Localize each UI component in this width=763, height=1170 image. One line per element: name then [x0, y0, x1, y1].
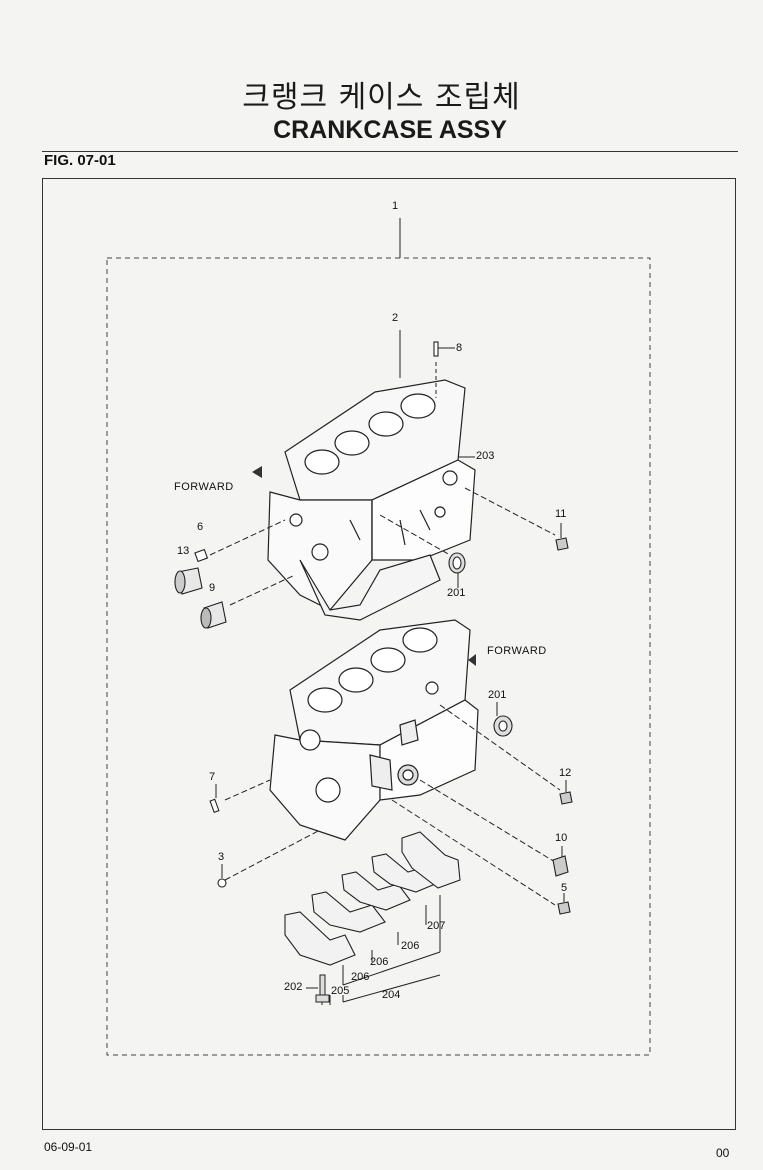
callout-206-left: 206: [351, 971, 370, 983]
callout-10: 10: [555, 832, 568, 844]
callout-6: 6: [197, 521, 204, 533]
callout-9: 9: [209, 582, 216, 594]
callout-201-lower: 201: [488, 689, 507, 701]
callout-8: 8: [456, 342, 463, 354]
upper-crankcase-block: [267, 379, 476, 621]
callout-12: 12: [559, 767, 572, 779]
forward-label-upper: FORWARD: [174, 481, 234, 493]
page-title-korean: 크랭크 케이스 조립체: [242, 80, 521, 115]
bearing-cap-3: [341, 871, 411, 911]
lower-crankcase-block: [269, 619, 479, 841]
lower-leader-lines: [215, 702, 567, 906]
part-6-dowel: [194, 548, 209, 563]
callout-3: 3: [218, 851, 225, 863]
figure-number: FIG. 07-01: [44, 152, 116, 169]
part-3-ball: [217, 878, 227, 888]
callout-1: 1: [392, 200, 399, 212]
part-5-plug: [557, 901, 571, 915]
bearing-caps: [284, 831, 461, 966]
part-10-plug: [552, 855, 569, 877]
footer-date: 06-09-01: [44, 1140, 93, 1154]
part-202-bolt: [315, 974, 330, 1003]
bearing-cap-1: [284, 911, 356, 966]
callout-206-right: 206: [401, 940, 420, 952]
callout-202: 202: [284, 981, 303, 993]
upper-small-parts: [174, 341, 569, 629]
callout-2: 2: [392, 312, 399, 324]
callout-205: 205: [331, 985, 350, 997]
part-11-plug: [555, 537, 569, 551]
diagram-frame: [42, 178, 736, 1130]
callout-207: 207: [427, 920, 446, 932]
bearing-cap-5: [401, 831, 461, 889]
lower-small-parts: [209, 715, 573, 915]
callout-204: 204: [382, 989, 401, 1001]
part-8-pin: [433, 341, 439, 357]
bearing-cap-2: [311, 891, 386, 933]
part-7-pin: [209, 798, 220, 814]
callout-201-upper: 201: [447, 587, 466, 599]
callout-13: 13: [177, 545, 190, 557]
callout-11: 11: [555, 508, 567, 520]
forward-arrow-lower-icon: [468, 654, 476, 666]
callout-206-middle: 206: [370, 956, 389, 968]
upper-leader-lines: [209, 330, 562, 606]
part-12-plug: [559, 791, 573, 805]
callout-203: 203: [476, 450, 495, 462]
callout-7: 7: [209, 771, 216, 783]
title-divider: [42, 151, 738, 152]
page-title-english: CRANKCASE ASSY: [273, 116, 507, 144]
callout-5: 5: [561, 882, 568, 894]
forward-arrow-upper-icon: [252, 466, 262, 478]
footer-page-number: 00: [716, 1146, 730, 1160]
assembly-boundary: [106, 257, 651, 1056]
forward-label-lower: FORWARD: [487, 645, 547, 657]
